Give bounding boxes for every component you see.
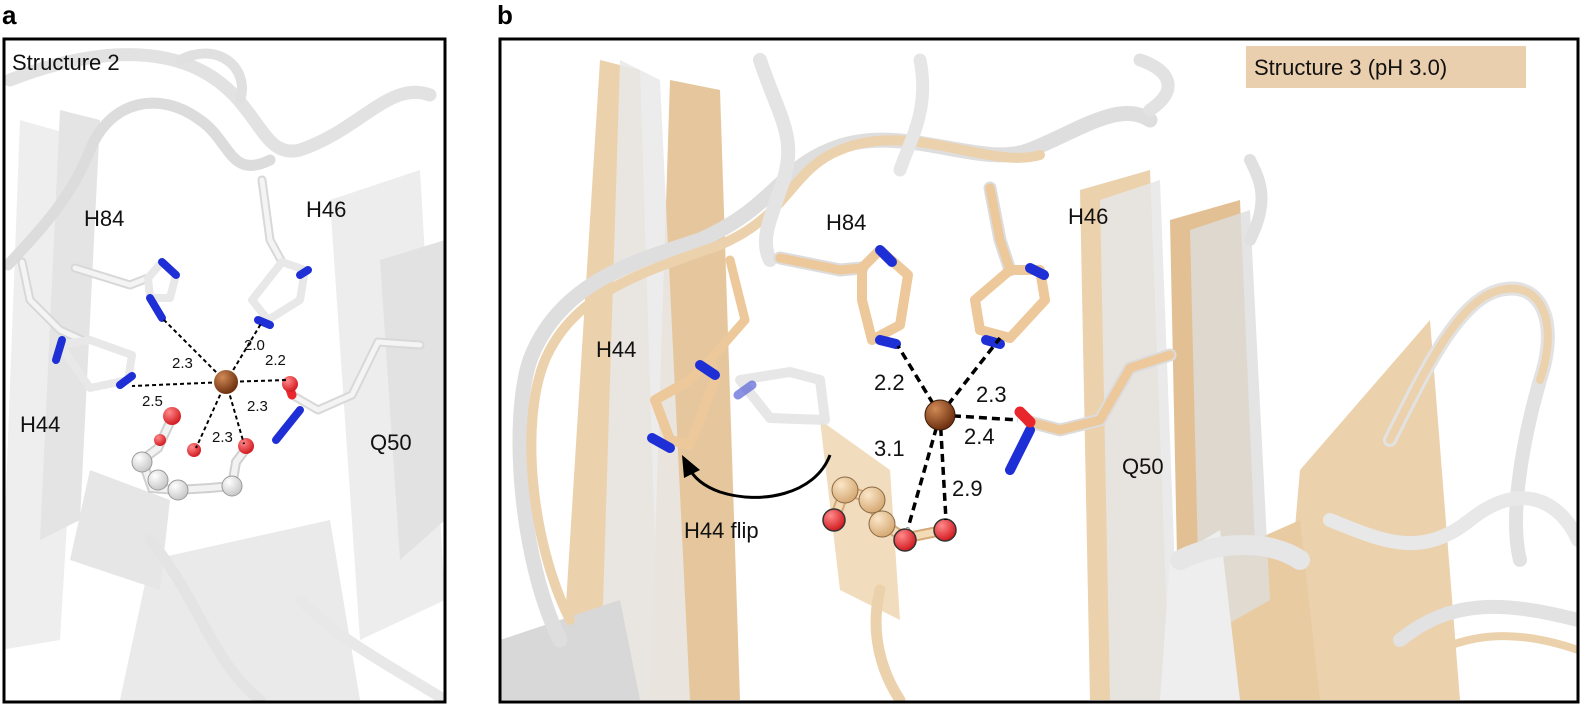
label-h84-a: H84 [84, 206, 124, 231]
distance-label-b-1: 2.2 [874, 370, 905, 395]
residue-h84-a [70, 258, 180, 322]
panel-a-frame [2, 37, 447, 704]
legend-swatch [1246, 46, 1526, 88]
residue-h44-a [17, 257, 136, 392]
panel-b-frame [498, 37, 1580, 704]
distance-label-b-2: 2.3 [976, 382, 1007, 407]
legend-label: Structure 3 (pH 3.0) [1254, 55, 1447, 80]
panel-a-title: Structure 2 [12, 50, 120, 75]
residue-h46-a [248, 175, 312, 329]
residue-q50-b [1005, 348, 1177, 475]
panel-a: Structure 2 H84 H46 H44 Q50 2.3 2.0 2.2 … [2, 37, 447, 704]
distance-label-b-5: 2.9 [952, 476, 983, 501]
panel-b-ribbons [500, 53, 1578, 702]
distance-label-a-5: 2.3 [247, 398, 268, 415]
distance-label-b-4: 3.1 [874, 436, 905, 461]
flip-annotation: H44 flip [684, 518, 759, 543]
metal-ion-a [214, 370, 238, 394]
panel-b: Structure 3 (pH 3.0) [498, 37, 1580, 704]
label-h84-b: H84 [826, 210, 866, 235]
water-a [187, 443, 201, 457]
residue-h84-b [773, 245, 913, 349]
ligand-a [131, 376, 298, 501]
flip-arrow [682, 454, 832, 499]
ligand-b [822, 476, 957, 552]
label-h46-a: H46 [306, 197, 346, 222]
distance-label-a-4: 2.5 [142, 393, 163, 410]
distance-label-b-3: 2.4 [964, 424, 995, 449]
label-q50-a: Q50 [370, 430, 412, 455]
metal-ion-b [924, 399, 956, 431]
label-h44-b: H44 [596, 337, 636, 362]
panel-a-letter: a [2, 0, 17, 30]
residue-h46-b [970, 181, 1050, 349]
distance-label-a-2: 2.0 [244, 337, 265, 354]
distance-label-a-6: 2.3 [212, 429, 233, 446]
residue-h44-b [647, 255, 830, 453]
panel-b-letter: b [497, 0, 513, 30]
label-q50-b: Q50 [1122, 454, 1164, 479]
label-h46-b: H46 [1068, 204, 1108, 229]
distance-label-a-1: 2.3 [172, 355, 193, 372]
distance-label-a-3: 2.2 [265, 352, 286, 369]
panel-a-ribbons [4, 48, 445, 702]
label-h44-a: H44 [20, 412, 60, 437]
